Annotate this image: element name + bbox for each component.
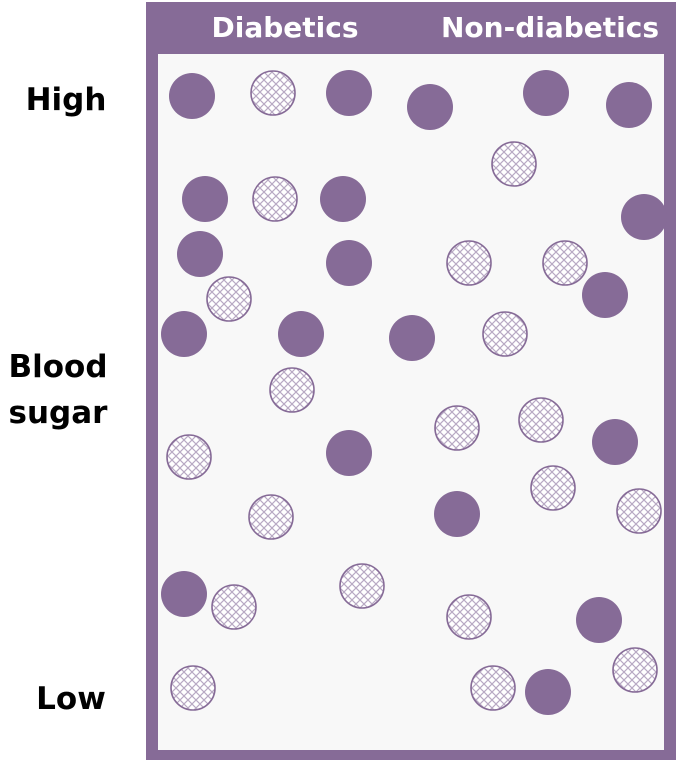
hatched-dot [250, 70, 296, 116]
solid-dot [320, 176, 366, 222]
hatched-dot [269, 367, 315, 413]
hatched-dot [616, 488, 662, 534]
label-high: High [25, 82, 107, 118]
hatched-dot [434, 405, 480, 451]
label-blood-sugar: Blood sugar [8, 349, 108, 431]
solid-dot [161, 571, 207, 617]
plot-panel [158, 54, 664, 750]
hatched-dot [166, 434, 212, 480]
hatched-dot [491, 141, 537, 187]
solid-dot [326, 240, 372, 286]
solid-dot [278, 311, 324, 357]
solid-dot [582, 272, 628, 318]
hatched-dot [252, 176, 298, 222]
hatched-dot [446, 240, 492, 286]
header-diabetics: Diabetics [211, 11, 359, 44]
hatched-dot [530, 465, 576, 511]
hatched-dot [339, 563, 385, 609]
solid-dot [389, 315, 435, 361]
solid-dot [434, 491, 480, 537]
dots-group [161, 70, 667, 715]
solid-dot [169, 73, 215, 119]
solid-dot [576, 597, 622, 643]
solid-dot [606, 82, 652, 128]
hatched-dot [170, 665, 216, 711]
solid-dot [182, 176, 228, 222]
hatched-dot [446, 594, 492, 640]
hatched-dot [470, 665, 516, 711]
hatched-dot [211, 584, 257, 630]
solid-dot [326, 70, 372, 116]
header-non-diabetics: Non-diabetics [440, 11, 660, 44]
hatched-dot [518, 397, 564, 443]
solid-dot [177, 231, 223, 277]
hatched-dot [206, 276, 252, 322]
label-low: Low [36, 681, 106, 717]
solid-dot [523, 70, 569, 116]
hatched-dot [542, 240, 588, 286]
solid-dot [407, 84, 453, 130]
solid-dot [525, 669, 571, 715]
solid-dot [621, 194, 667, 240]
solid-dot [592, 419, 638, 465]
solid-dot [161, 311, 207, 357]
solid-dot [326, 430, 372, 476]
hatched-dot [612, 647, 658, 693]
hatched-dot [248, 494, 294, 540]
hatched-dot [482, 311, 528, 357]
